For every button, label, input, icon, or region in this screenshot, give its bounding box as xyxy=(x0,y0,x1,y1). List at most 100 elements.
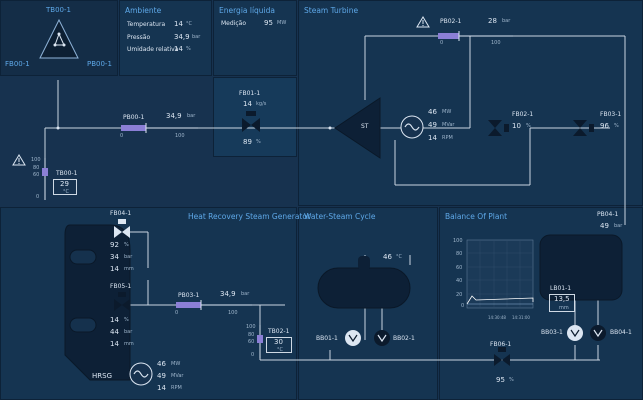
warning-icon-pb02 xyxy=(416,16,430,28)
tb02-tick: 80 xyxy=(248,332,255,338)
warning-icon xyxy=(12,154,26,166)
fb05-bar-unit: bar xyxy=(124,329,133,335)
fb04-bar-unit: bar xyxy=(124,254,133,260)
st-label: ST xyxy=(361,123,369,130)
chart-ytick: 100 xyxy=(453,238,463,244)
fb04-mm: 14 xyxy=(110,265,119,273)
pb02-scale-max: 100 xyxy=(491,40,501,46)
pb04-unit: bar xyxy=(614,223,623,229)
energia-panel xyxy=(213,0,297,76)
tb00-tick: 60 xyxy=(33,172,40,178)
chart-ytick: 0 xyxy=(461,303,465,309)
fb01-unit: % xyxy=(256,139,261,145)
pb03-scale-min: 0 xyxy=(175,310,179,316)
pb03-value: 34,9 xyxy=(220,290,236,298)
tb02-label[interactable]: TB02-1 xyxy=(268,328,290,335)
pb800-label[interactable]: PB00-1 xyxy=(87,60,112,68)
pb00-label[interactable]: PB00-1 xyxy=(123,114,145,121)
fb04-pct-unit: % xyxy=(124,242,129,248)
bb03-label[interactable]: BB03-1 xyxy=(541,329,563,336)
pb04-label[interactable]: PB04-1 xyxy=(597,211,619,218)
energia-unit: MW xyxy=(277,20,287,26)
fb01-flow-unit: kg/s xyxy=(256,101,267,107)
fb06-unit: % xyxy=(509,377,514,383)
hrsg-gen-mvar: 49 xyxy=(157,372,166,380)
ambiente-row-label: Pressão xyxy=(127,34,151,41)
ambiente-row-label: Umidade relativa xyxy=(127,46,179,53)
tb02-gauge xyxy=(257,325,263,358)
bb01-label[interactable]: BB01-1 xyxy=(316,335,338,342)
ambiente-row-value: 34,9 xyxy=(174,33,190,41)
fb06-label[interactable]: FB06-1 xyxy=(490,341,512,348)
bop-title: Balance Of Plant xyxy=(445,212,508,221)
chart-ytick: 40 xyxy=(456,278,463,284)
fb01-label[interactable]: FB01-1 xyxy=(239,90,261,97)
fb01-panel xyxy=(213,77,297,157)
fb02-label[interactable]: FB02-1 xyxy=(512,111,534,118)
fb05-bar: 44 xyxy=(110,328,119,336)
valve-fb05-icon xyxy=(114,292,130,311)
valve-fb02-icon xyxy=(488,120,509,136)
chart-xtick: 14:31:00 xyxy=(512,315,530,320)
tb00-readout: 29 °C xyxy=(53,179,77,195)
fb05-label[interactable]: FB05-1 xyxy=(110,283,132,290)
pb00-scale-max: 100 xyxy=(175,133,185,139)
lb01-value: 13,5 xyxy=(554,295,570,303)
fb04-label[interactable]: FB04-1 xyxy=(110,210,132,217)
fb04-bar: 34 xyxy=(110,253,119,261)
fb06-value: 95 xyxy=(496,376,505,384)
pb02-label[interactable]: PB02-1 xyxy=(440,18,462,25)
valve-fb06-icon xyxy=(494,347,510,366)
fb01-value: 89 xyxy=(243,138,252,146)
tb02-unit: °C xyxy=(277,347,283,353)
pb04-value: 49 xyxy=(600,222,609,230)
fb04-pct: 92 xyxy=(110,241,119,249)
ambiente-row-unit: bar xyxy=(192,34,201,40)
pump-bb04-icon xyxy=(590,325,606,341)
steam-turbine-title: Steam Turbine xyxy=(304,6,359,15)
st-gen-rpm: 14 xyxy=(428,134,437,142)
pb00-unit: bar xyxy=(187,113,196,119)
lb01-unit: mm xyxy=(559,305,569,311)
pb03-label[interactable]: PB03-1 xyxy=(178,292,200,299)
fb02-unit: % xyxy=(526,123,531,129)
bb02-label[interactable]: BB02-1 xyxy=(393,335,415,342)
lb01-label[interactable]: LB01-1 xyxy=(550,285,572,292)
chart-ytick: 20 xyxy=(456,292,463,298)
fb05-pct-unit: % xyxy=(124,317,129,323)
fb04-mm-unit: mm xyxy=(124,266,134,272)
chart-ytick: 60 xyxy=(456,265,463,271)
st-gen-mvar: 49 xyxy=(428,121,437,129)
ambiente-title: Ambiente xyxy=(125,6,162,15)
pb02-unit: bar xyxy=(502,18,511,24)
hrsg-title: Heat Recovery Steam Generator xyxy=(188,212,311,221)
wsc-title: Water-Steam Cycle xyxy=(304,212,376,221)
fb03-label[interactable]: FB03-1 xyxy=(600,111,622,118)
ambiente-row-unit: % xyxy=(186,46,191,52)
st-gen-rpm-unit: RPM xyxy=(442,135,453,141)
fb03-value: 96 xyxy=(600,122,609,130)
fb03-unit: % xyxy=(614,123,619,129)
tb00-tick: 100 xyxy=(31,157,41,163)
triangle-emblem-icon xyxy=(39,18,79,59)
tb00-tick: 80 xyxy=(33,165,40,171)
pb02-value: 28 xyxy=(488,17,497,25)
pump-bb02-icon xyxy=(374,330,390,346)
energia-label: Medição xyxy=(221,20,246,27)
hrsg-gen-mw-unit: MW xyxy=(171,361,181,367)
chart-xtick: 14:30:48 xyxy=(488,315,506,320)
tb00-label[interactable]: TB00-1 xyxy=(56,170,78,177)
bb04-label[interactable]: BB04-1 xyxy=(610,329,632,336)
pb03-unit: bar xyxy=(241,291,250,297)
st-gen-mvar-unit: MVar xyxy=(442,122,455,128)
pb00-scale-min: 0 xyxy=(120,133,124,139)
fb800-label[interactable]: FB00-1 xyxy=(5,60,30,68)
fb05-mm-unit: mm xyxy=(124,341,134,347)
st-gen-mw-unit: MW xyxy=(442,109,452,115)
fb05-pct: 14 xyxy=(110,316,119,324)
pump-bb03-icon xyxy=(567,325,583,341)
pb03-scale-max: 100 xyxy=(228,310,238,316)
fb05-mm: 14 xyxy=(110,340,119,348)
hrsg-gen-mvar-unit: MVar xyxy=(171,373,184,379)
